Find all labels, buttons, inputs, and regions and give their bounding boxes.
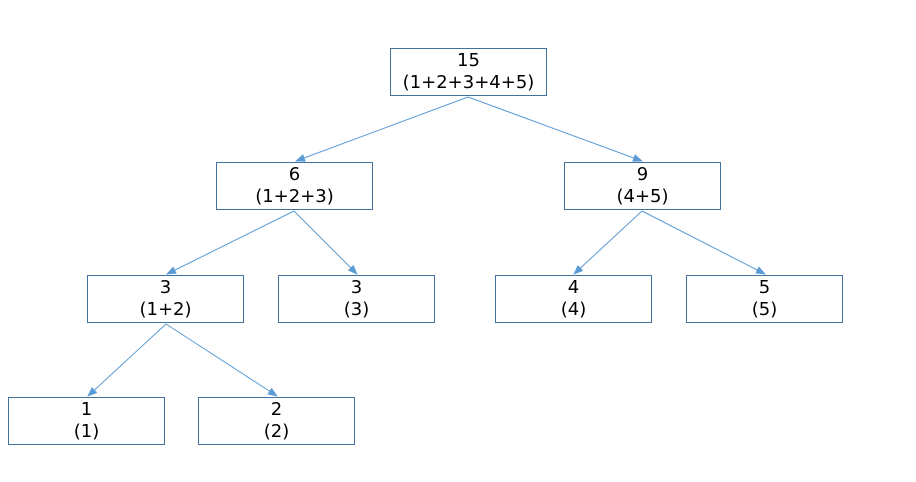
node-expression: (1+2) bbox=[139, 299, 192, 320]
edge-root-left bbox=[295, 96, 469, 162]
node-expression: (1) bbox=[73, 421, 100, 442]
tree-node-right-left: 4 (4) bbox=[495, 275, 652, 323]
node-value: 1 bbox=[80, 399, 93, 420]
node-expression: (2) bbox=[263, 421, 290, 442]
node-expression: (1+2+3+4+5) bbox=[402, 72, 535, 93]
node-value: 2 bbox=[270, 399, 283, 420]
node-value: 5 bbox=[758, 277, 771, 298]
tree-node-root: 15 (1+2+3+4+5) bbox=[390, 48, 547, 96]
edge-left-lr bbox=[293, 210, 358, 275]
tree-node-right: 9 (4+5) bbox=[564, 162, 721, 210]
node-value: 3 bbox=[350, 277, 363, 298]
tree-node-right-right: 5 (5) bbox=[686, 275, 843, 323]
tree-node-leaf-2: 2 (2) bbox=[198, 397, 355, 445]
node-expression: (4+5) bbox=[616, 186, 669, 207]
node-value: 15 bbox=[457, 50, 480, 71]
node-expression: (1+2+3) bbox=[255, 186, 334, 207]
edge-ll-lll bbox=[87, 323, 167, 397]
node-value: 4 bbox=[567, 277, 580, 298]
edge-left-ll bbox=[166, 210, 295, 275]
edge-root-right bbox=[467, 96, 643, 162]
tree-node-leaf-1: 1 (1) bbox=[8, 397, 165, 445]
node-expression: (4) bbox=[560, 299, 587, 320]
edge-ll-llr bbox=[165, 323, 278, 397]
tree-node-left-left: 3 (1+2) bbox=[87, 275, 244, 323]
tree-node-left-right: 3 (3) bbox=[278, 275, 435, 323]
edge-right-rr bbox=[641, 210, 766, 275]
node-value: 6 bbox=[288, 164, 301, 185]
edge-right-rl bbox=[573, 210, 643, 275]
node-value: 9 bbox=[636, 164, 649, 185]
node-expression: (3) bbox=[343, 299, 370, 320]
tree-node-left: 6 (1+2+3) bbox=[216, 162, 373, 210]
node-value: 3 bbox=[159, 277, 172, 298]
node-expression: (5) bbox=[751, 299, 778, 320]
